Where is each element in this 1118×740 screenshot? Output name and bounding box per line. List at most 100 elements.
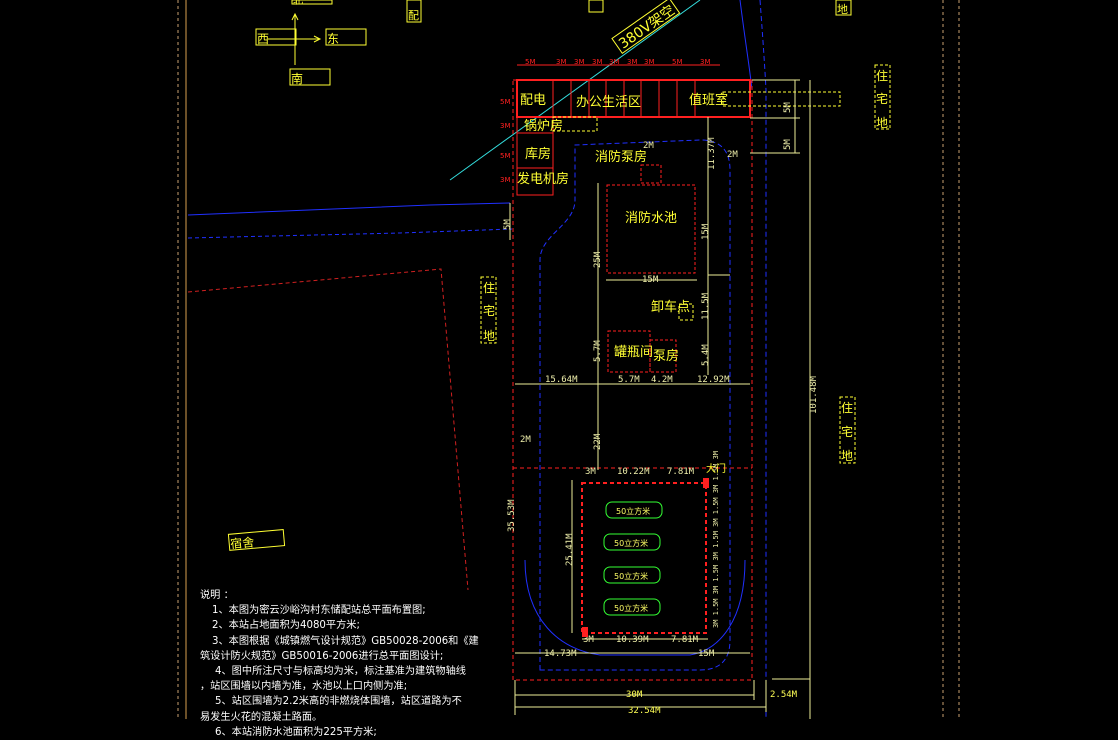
power-line [449, 0, 701, 181]
dim-label: 4.2M [651, 375, 673, 385]
dim-label: 2M [727, 150, 738, 160]
dim-label: 3M [609, 58, 620, 66]
internal-road-curve [524, 559, 746, 656]
external-road [187, 0, 767, 719]
dim-label: 12.92M [697, 375, 730, 385]
neighbor-plot-boundary [187, 268, 469, 591]
top-right-partial-label: 地 [837, 3, 848, 16]
note-line: 5、站区围墙为2.2米高的非燃烧体围墙，站区道路为不 [215, 696, 462, 708]
compass [255, 0, 852, 86]
note-line: 3、本图根据《城镇燃气设计规范》GB50028-2006和《建 [212, 635, 479, 647]
compass-north-label: 北 [293, 0, 303, 7]
note-line: 1、本图为密云沙峪沟村东储配站总平面布置图; [212, 605, 426, 617]
dim-label: 5.7M [618, 375, 640, 385]
dim-label: 25.41M [565, 533, 575, 566]
dim-label: 15.64M [545, 375, 578, 385]
dim-label: 3M [556, 58, 567, 66]
dim-label: 5M [500, 98, 511, 106]
dim-label: 30M [626, 690, 643, 700]
dim-label: 11.5M [701, 292, 711, 320]
dim-label: 3M [585, 467, 596, 477]
dimension-lines [509, 79, 811, 719]
dim-label: 25M [593, 251, 603, 268]
room-generator: 发电机房 [517, 171, 569, 187]
fire-pump-room-outline [640, 164, 662, 184]
dim-label: 3M [574, 58, 585, 66]
power-line-label-box: 380V架空 [611, 0, 681, 54]
dim-label: 5.4M [701, 344, 711, 366]
cylinder-room-outline [607, 330, 651, 373]
room-duty: 值班室 [689, 92, 728, 108]
dim-label: 3M [627, 58, 638, 66]
residential-label-right-mid: 住 宅 地 [839, 396, 856, 464]
dim-label: 15M [642, 275, 659, 285]
label-char: 宅 [483, 303, 495, 318]
dim-label: 2.54M [770, 690, 798, 700]
dim-label: 35.53M [507, 499, 517, 532]
tank-label: 50立方米 [614, 571, 648, 581]
tank-4: 50立方米 [603, 598, 661, 616]
room-office-living: 办公生活区 [576, 95, 641, 110]
dim-label: 10.22M [617, 467, 650, 477]
unloading-point-label: 卸车点 [651, 299, 690, 315]
note-line: 易发生火花的混凝土路面。 [200, 711, 323, 723]
dim-label: 2M [643, 141, 654, 151]
dim-label: 5M [783, 139, 793, 150]
power-line-label: 380V架空 [616, 2, 678, 52]
label-char: 住 [876, 69, 888, 83]
dim-label: 5M [503, 219, 513, 230]
note-line: 6、本站消防水池面积为225平方米; [215, 726, 377, 738]
pump-room-outline [649, 339, 677, 373]
site-plan-drawing: 北 西 东 南 配 地 380V架空 5M [177, 0, 960, 719]
dim-label: 32.54M [628, 706, 661, 716]
dim-label: 7.81M [671, 635, 699, 645]
duty-annex [722, 91, 841, 107]
label-char: 地 [876, 116, 888, 130]
dim-label: 2M [520, 435, 531, 445]
compass-south-label: 南 [291, 71, 303, 86]
residential-label-left: 住 宅 地 [480, 276, 497, 344]
tank-label: 50立方米 [616, 506, 650, 516]
dim-label: 22M [593, 433, 603, 450]
dim-label: 101.48M [809, 375, 819, 414]
compass-east-label: 东 [327, 32, 339, 46]
label-char: 地 [483, 329, 495, 343]
boiler-annex [552, 116, 598, 132]
dim-label: 3M [583, 635, 594, 645]
dim-label: 3M [644, 58, 655, 66]
room-power-distribution: 配电 [520, 93, 546, 108]
internal-road [539, 139, 731, 671]
tank-yard-firewall [581, 482, 707, 634]
dim-label: 5M [783, 102, 793, 113]
dim-label: 14.73M [544, 649, 577, 659]
note-line: 筑设计防火规范》GB50016-2006进行总平面图设计; [200, 650, 444, 662]
tank-label: 50立方米 [614, 538, 648, 548]
label-char: 宅 [876, 91, 888, 106]
dim-label: 3M [700, 58, 711, 66]
dim-label: 5M [672, 58, 683, 66]
label-char: 住 [483, 281, 495, 295]
room-storage: 库房 [525, 146, 551, 162]
compass-west-label: 西 [257, 32, 269, 46]
fire-pool-outline [606, 184, 696, 274]
note-line: 2、本站占地面积为4080平方米; [212, 620, 360, 632]
note-line: ，站区围墙以内墙为准，水池以上口内侧为准; [200, 681, 408, 693]
dim-label-tank-spacing: 3M 1.5M 3M 1.5M 3M 1.5M 3M 1.5M 3M 1.5M … [712, 451, 720, 628]
cylinder-room-label: 罐瓶间 [614, 345, 653, 360]
dim-label: 5M [525, 58, 536, 66]
dim-label: 3M [592, 58, 603, 66]
dim-label: 3M [500, 176, 511, 184]
dormitory-label: 宿舍 [227, 529, 286, 551]
dim-label: 7.81M [667, 467, 695, 477]
fire-pool-label: 消防水池 [625, 210, 677, 226]
dormitory-text: 宿舍 [230, 534, 255, 551]
tank-3: 50立方米 [603, 566, 661, 584]
dim-label: 11.37M [707, 137, 717, 170]
top-left-partial-label: 配 [408, 9, 419, 22]
residential-label-right-top: 住 宅 地 [874, 64, 891, 130]
dim-label: 5.7M [593, 340, 603, 362]
dim-label: 15M [701, 223, 711, 240]
dimension-labels: 5M 5M 11.37M 2M 2M 2M 5M 15M 15M 25M 11.… [503, 102, 819, 716]
room-fire-pump: 消防泵房 [595, 149, 647, 165]
label-char: 住 [841, 401, 853, 415]
